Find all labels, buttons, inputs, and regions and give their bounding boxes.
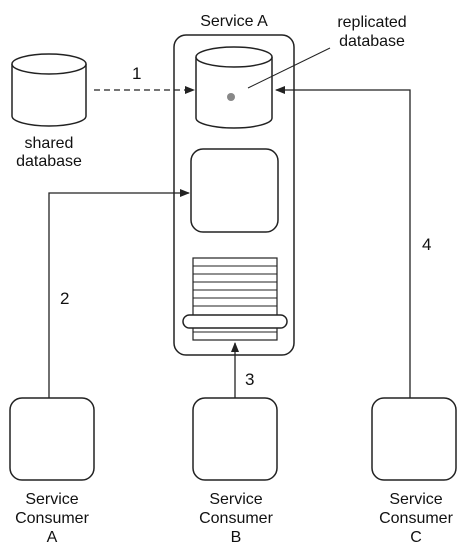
consumer-c-label-2: Consumer [379,510,453,527]
consumer-c-box [371,397,457,481]
consumer-a-label-3: A [47,529,58,546]
replicated-database-label-1: replicated [337,14,406,31]
consumer-a-label-2: Consumer [15,510,89,527]
arrow-2-label: 2 [60,289,69,308]
consumer-b-box [192,397,278,481]
arrow-1-label: 1 [132,64,141,83]
replicated-database [195,46,273,129]
consumer-b-label-2: Consumer [199,510,273,527]
replicated-database-dot [227,93,235,101]
consumer-c-label-3: C [410,529,422,546]
message-stack [182,257,288,341]
arrow-4-label: 4 [422,235,431,254]
shared-database-label-2: database [16,153,82,170]
consumer-a-label-1: Service [25,491,78,508]
service-title: Service A [200,13,268,30]
consumer-b-label-3: B [231,529,242,546]
shared-database [11,53,87,127]
replicated-database-pointer [247,47,331,89]
arrow-3-label: 3 [245,370,254,389]
shared-database-label-1: shared [25,135,74,152]
arrow-4 [275,86,411,398]
consumer-c-label-1: Service [389,491,442,508]
consumer-b-label-1: Service [209,491,262,508]
consumer-a-box [9,397,95,481]
replicated-database-label-2: database [339,33,405,50]
service-logic-box [190,148,279,233]
arrow-2 [48,189,190,398]
